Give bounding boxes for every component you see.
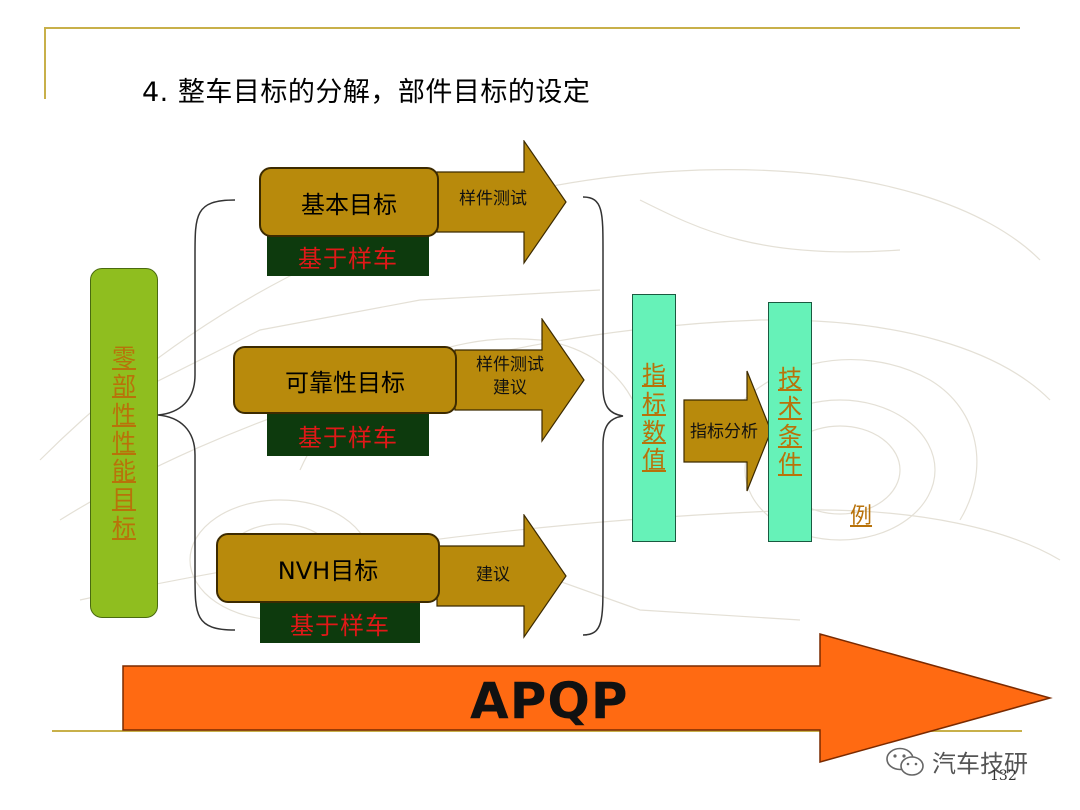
base-box-reliability: 基于样车: [267, 408, 429, 456]
technical-conditions-box: 技 术 条 件: [768, 302, 812, 542]
arrow-label-line: 建议: [493, 377, 527, 398]
watermark-text: 汽车技研: [932, 750, 1028, 778]
arrow-label-sample-test: 样件测试: [459, 189, 527, 209]
arrow-label-metric-analysis: 指标分析: [690, 422, 758, 442]
goal-box-basic: 基本目标: [259, 167, 439, 237]
wechat-icon: [886, 747, 924, 776]
goal-arrow-basic: [436, 140, 567, 265]
metric-analysis-arrow: [683, 370, 772, 492]
page-number: 132: [990, 768, 1017, 784]
goal-arrow-reliability: [454, 318, 585, 443]
tech-box-char: 条: [778, 422, 802, 450]
left-box-char: 部: [112, 372, 136, 401]
metric-box-char: 数: [642, 418, 666, 446]
arrow-label-line: 样件测试: [476, 355, 544, 375]
goal-arrow-nvh: [436, 514, 567, 639]
metric-box-char: 指: [642, 361, 666, 390]
left-box-char: 标: [112, 513, 136, 542]
frame-top-line: [44, 27, 1020, 29]
base-box-basic: 基于样车: [267, 230, 429, 276]
left-box-char: 能: [112, 457, 136, 486]
left-box-char: 零: [112, 343, 136, 372]
watermark: 汽车技研: [884, 744, 1028, 779]
left-box-char: 性: [112, 400, 136, 429]
arrow-label-sample-test-suggestion: 样件测试 建议: [462, 354, 558, 400]
left-box-char: 目: [112, 485, 136, 514]
base-box-nvh: 基于样车: [260, 597, 420, 643]
tech-box-char: 技: [778, 365, 802, 394]
example-link[interactable]: 例: [850, 504, 873, 529]
metric-value-box: 指 标 数 值: [632, 294, 676, 542]
frame-left-line: [44, 27, 46, 99]
left-brace: [157, 199, 236, 631]
apqp-label: APQP: [470, 672, 629, 730]
left-box-char: 性: [112, 428, 136, 457]
page-title: 4. 整车目标的分解，部件目标的设定: [142, 77, 591, 108]
metric-box-char: 标: [642, 389, 666, 418]
apqp-arrow: [122, 633, 1053, 763]
arrow-label-suggestion: 建议: [476, 565, 510, 585]
goal-box-nvh: NVH目标: [216, 533, 440, 603]
tech-box-char: 术: [778, 393, 802, 422]
metric-box-char: 值: [642, 446, 666, 475]
goal-box-reliability: 可靠性目标: [233, 346, 457, 414]
right-brace: [582, 196, 624, 636]
tech-box-char: 件: [778, 450, 802, 479]
component-performance-goal-box: 零 部 性 性 能 目 标: [90, 268, 158, 618]
